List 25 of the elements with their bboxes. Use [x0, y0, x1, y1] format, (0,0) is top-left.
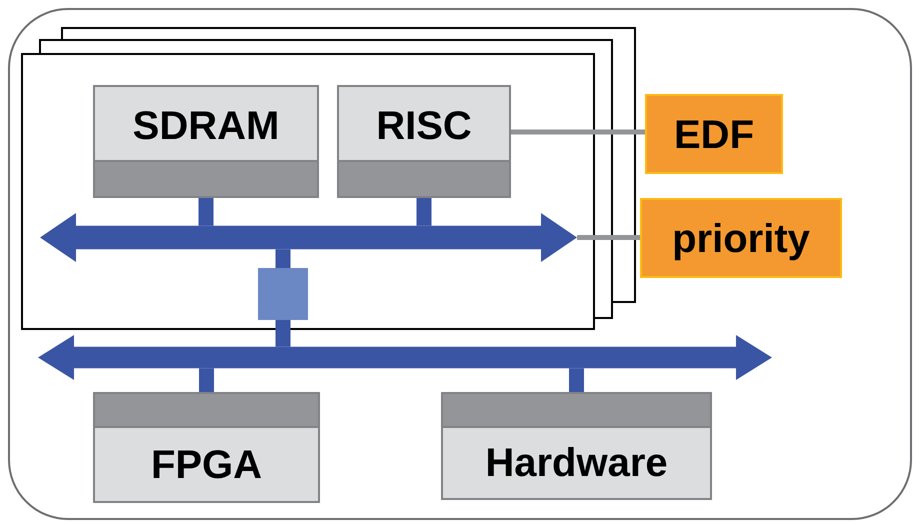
label-text: FPGA — [150, 442, 264, 488]
bus-connector — [569, 368, 584, 392]
label-text: EDF — [673, 112, 755, 158]
board-outline — [21, 53, 595, 330]
connector-line — [577, 235, 640, 240]
component-box — [93, 85, 319, 198]
bus-connector — [416, 198, 432, 226]
connector-line — [511, 130, 645, 134]
component-box — [441, 392, 712, 500]
component-box — [93, 392, 320, 503]
label-text: priority — [671, 216, 811, 262]
bus-connector — [276, 249, 290, 268]
component-box — [337, 85, 511, 198]
bus-connector — [276, 320, 290, 347]
tag-box — [640, 198, 842, 278]
bus-connector — [199, 368, 214, 392]
label-text: Hardware — [484, 440, 669, 486]
bus-arrow — [38, 335, 772, 380]
bus-arrow — [40, 213, 577, 262]
container-frame — [8, 8, 912, 520]
label-text: RISC — [375, 102, 473, 148]
bridge-block — [258, 268, 308, 320]
tag-box — [645, 94, 783, 174]
label-text: SDRAM — [132, 102, 280, 148]
bus-connector — [198, 198, 214, 226]
